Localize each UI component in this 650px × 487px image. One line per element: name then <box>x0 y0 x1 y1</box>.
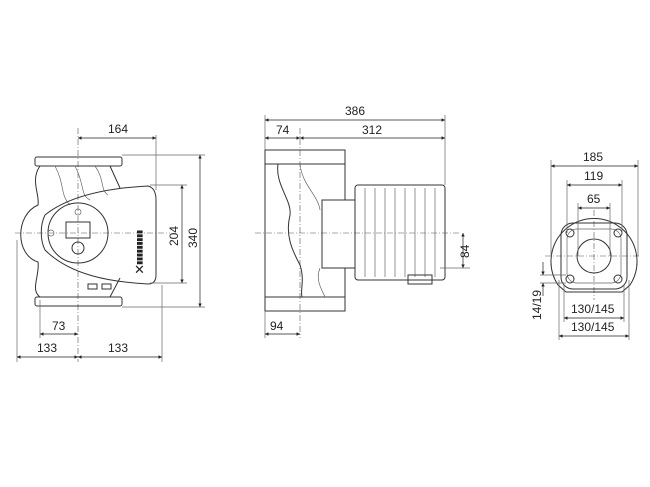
dim-185: 185 <box>583 150 603 164</box>
flange-view: 185 119 65 14/19 130/145 130/145 <box>530 150 640 340</box>
motor-fins <box>354 184 446 281</box>
dim-164: 164 <box>108 122 128 136</box>
dim-73: 73 <box>52 319 66 333</box>
dim-74: 74 <box>276 123 290 137</box>
dim-204: 204 <box>167 226 181 246</box>
control-box <box>40 185 157 285</box>
dim-133-right: 133 <box>108 341 128 355</box>
dim-119: 119 <box>584 169 603 183</box>
dim-130-145-inner: 130/145 <box>571 302 615 316</box>
dim-14-19: 14/19 <box>530 290 544 320</box>
dim-386: 386 <box>345 104 365 118</box>
dim-133-left: 133 <box>37 341 57 355</box>
brand-logo: ▮▮▮▮▮▮▮▮▮ <box>136 230 143 265</box>
bore <box>576 238 612 274</box>
dim-94: 94 <box>270 319 284 333</box>
dim-84: 84 <box>458 244 472 258</box>
motor-shaft-housing <box>321 199 356 269</box>
side-view: 386 74 312 84 94 <box>255 104 472 338</box>
dim-130-145-outer: 130/145 <box>571 320 615 334</box>
dim-340: 340 <box>186 228 200 248</box>
dim-312: 312 <box>362 123 382 137</box>
front-view: ▮▮▮▮▮▮▮▮▮ ✕ 164 204 340 73 133 133 <box>15 122 205 362</box>
dim-65: 65 <box>587 192 601 206</box>
logo-x-icon: ✕ <box>134 262 145 277</box>
